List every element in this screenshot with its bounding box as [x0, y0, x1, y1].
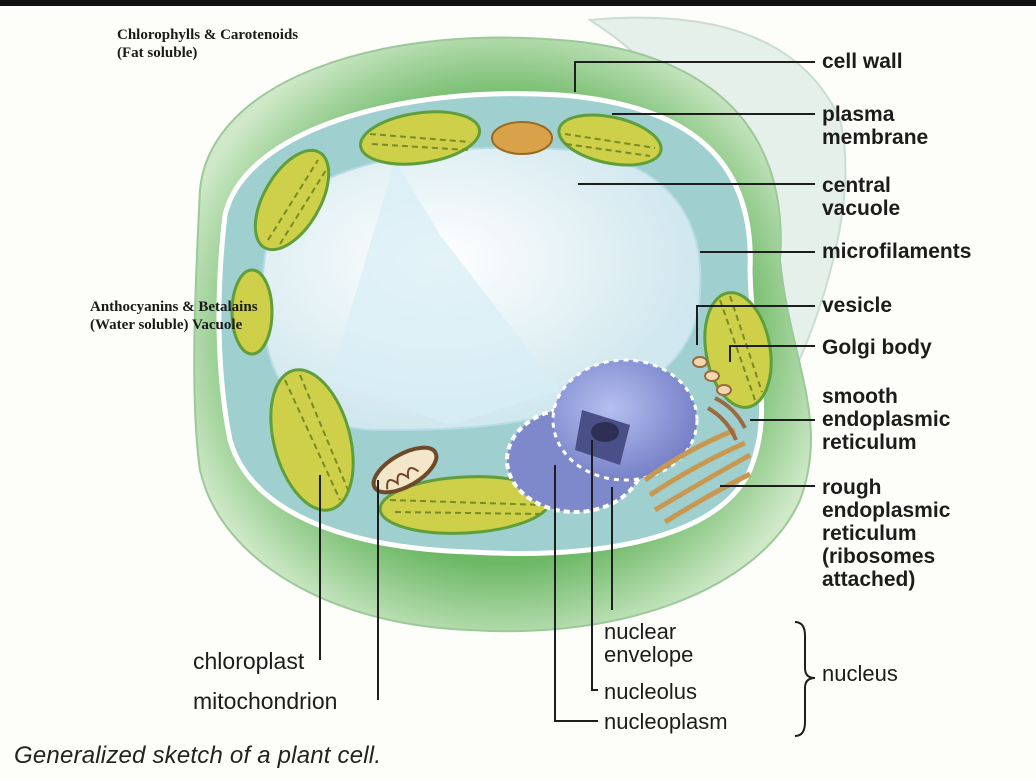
label-rough-er: rough endoplasmic reticulum (ribosomes a… [822, 476, 950, 591]
label-microfilaments: microfilaments [822, 240, 971, 263]
label-golgi-body: Golgi body [822, 336, 932, 359]
label-nucleoplasm: nucleoplasm [604, 710, 728, 733]
label-chloroplast: chloroplast [193, 650, 304, 673]
label-nucleolus: nucleolus [604, 680, 697, 703]
label-cell-wall: cell wall [822, 50, 903, 73]
label-vesicle: vesicle [822, 294, 892, 317]
pigment-note-fat-soluble: Chlorophylls & Carotenoids (Fat soluble) [117, 26, 298, 62]
label-central-vacuole: central vacuole [822, 174, 900, 220]
figure-caption: Generalized sketch of a plant cell. [14, 742, 381, 770]
vesicle-top [492, 122, 552, 154]
label-smooth-er: smooth endoplasmic reticulum [822, 385, 950, 454]
label-mitochondrion: mitochondrion [193, 690, 337, 713]
label-nuclear-envelope: nuclear envelope [604, 620, 693, 666]
pigment-note-water-soluble: Anthocyanins & Betalains (Water soluble)… [90, 298, 258, 334]
label-plasma-membrane: plasma membrane [822, 103, 928, 149]
label-nucleus: nucleus [822, 662, 898, 685]
